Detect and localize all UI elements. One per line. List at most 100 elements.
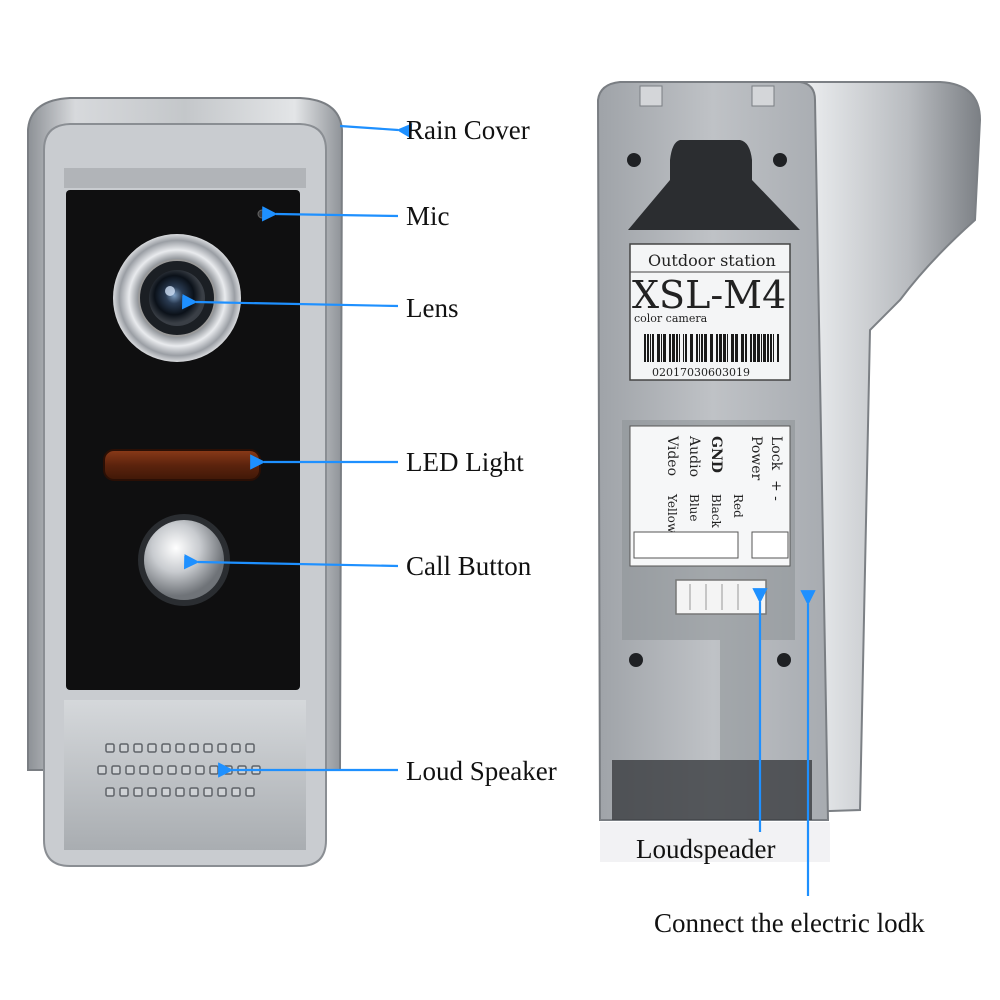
barcode-bar — [685, 334, 687, 362]
wire-video-color: Yellow — [665, 493, 679, 534]
barcode-bar — [663, 334, 666, 362]
speaker-slot — [161, 743, 171, 753]
speaker-slot — [231, 743, 241, 753]
barcode-bar — [770, 334, 772, 362]
speaker-slot — [245, 743, 255, 753]
callout-electric-lock: Connect the electric lodk — [654, 908, 925, 938]
wire-audio-color: Blue — [687, 494, 701, 522]
back-side-shell — [799, 81, 982, 814]
speaker-slot — [195, 765, 205, 775]
barcode-bar — [757, 334, 760, 362]
speaker-slot — [167, 765, 177, 775]
wire-power: Power — [748, 436, 764, 481]
arrow-mic — [262, 206, 399, 222]
barcode-bar — [657, 334, 660, 362]
speaker-slot — [217, 787, 227, 797]
speaker-slot — [181, 765, 191, 775]
barcode-bar — [750, 334, 752, 362]
callout-loud-speaker: Loud Speaker — [406, 756, 557, 786]
barcode — [644, 334, 779, 362]
barcode-bar — [679, 334, 680, 362]
barcode-bar — [699, 334, 700, 362]
barcode-bar — [652, 334, 654, 362]
speaker-slot — [175, 743, 185, 753]
call-button — [144, 520, 224, 600]
callout-rain-cover: Rain Cover — [406, 115, 530, 145]
barcode-bar — [701, 334, 703, 362]
barcode-bar — [735, 334, 738, 362]
barcode-bar — [690, 334, 693, 362]
barcode-bar — [704, 334, 707, 362]
speaker-slot — [153, 765, 163, 775]
arrow-lens — [181, 294, 399, 310]
speaker-slot — [133, 743, 143, 753]
label-heading: Outdoor station — [648, 251, 776, 270]
back-unit: Outdoor station XSL-M4 color camera 0201… — [596, 81, 982, 862]
barcode-bar — [731, 334, 734, 362]
callout-arrows — [181, 123, 816, 896]
barcode-bar — [727, 334, 728, 362]
camera-lens — [149, 270, 205, 326]
speaker-panel — [64, 700, 306, 850]
barcode-bar — [761, 334, 762, 362]
speaker-slot — [111, 765, 121, 775]
speaker-slot — [223, 765, 233, 775]
barcode-bar — [650, 334, 651, 362]
barcode-bar — [719, 334, 722, 362]
speaker-slot — [105, 743, 115, 753]
wire-video: Video — [664, 435, 680, 476]
speaker-slot — [147, 787, 157, 797]
terminal-strip — [633, 531, 739, 559]
wire-power-color: Red — [731, 494, 745, 518]
barcode-bar — [661, 334, 662, 362]
barcode-bar — [753, 334, 756, 362]
label-subtitle: color camera — [634, 312, 708, 325]
barcode-bar — [767, 334, 769, 362]
speaker-slot — [203, 743, 213, 753]
callout-call-button: Call Button — [406, 551, 532, 581]
speaker-slot — [147, 743, 157, 753]
arrow-rain-cover — [339, 123, 413, 139]
barcode-bar — [745, 334, 747, 362]
speaker-slot — [189, 787, 199, 797]
lock-terminal-strip — [751, 531, 789, 559]
barcode-bar — [676, 334, 678, 362]
callout-mic: Mic — [406, 201, 450, 231]
barcode-bar — [763, 334, 766, 362]
mic-hole — [257, 209, 267, 219]
barcode-bar — [741, 334, 744, 362]
barcode-bar — [696, 334, 698, 362]
mount-keyhole-top — [628, 140, 800, 230]
speaker-slot — [119, 743, 129, 753]
speaker-slot — [245, 787, 255, 797]
wire-gnd-color: Black — [709, 494, 723, 529]
speaker-slot — [97, 765, 107, 775]
barcode-bar — [672, 334, 675, 362]
wire-audio: Audio — [686, 435, 702, 477]
label-model: XSL-M4 — [632, 273, 786, 317]
speaker-slot — [175, 787, 185, 797]
barcode-bar — [710, 334, 713, 362]
callout-led-light: LED Light — [406, 447, 524, 477]
speaker-slot — [189, 743, 199, 753]
barcode-bar — [716, 334, 718, 362]
barcode-bar — [647, 334, 649, 362]
speaker-slot — [203, 787, 213, 797]
arrow-call-button — [183, 554, 399, 570]
barcode-bar — [777, 334, 779, 362]
wire-lock: Lock — [768, 436, 784, 471]
speaker-slot — [119, 787, 129, 797]
barcode-bar — [683, 334, 684, 362]
speaker-slot — [209, 765, 219, 775]
barcode-bar — [669, 334, 671, 362]
wire-lock-sign: + - — [768, 480, 784, 501]
speaker-slot — [217, 743, 227, 753]
front-unit — [27, 97, 344, 867]
speaker-slot — [231, 787, 241, 797]
label-serial: 02017030603019 — [652, 366, 750, 379]
callout-lens: Lens — [406, 293, 459, 323]
speaker-slot — [105, 787, 115, 797]
speaker-slot — [133, 787, 143, 797]
speaker-slot — [161, 787, 171, 797]
